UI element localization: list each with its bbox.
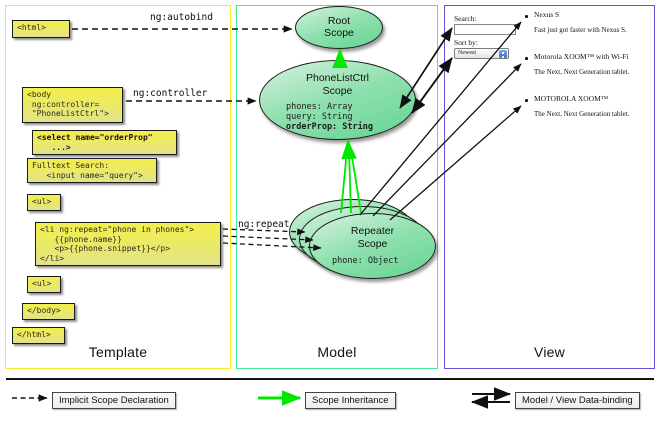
phonelist-scope-title-1: PhoneListCtrl xyxy=(305,72,370,84)
list-bullet xyxy=(525,57,528,60)
edge-label-controller: ng:controller xyxy=(133,88,208,99)
repeater-scope-title-1: Repeater xyxy=(350,225,395,237)
legend-separator xyxy=(6,378,654,380)
view-item-desc-2: The Next, Next Generation tablet. xyxy=(534,110,630,118)
view-sort-label: Sort by: xyxy=(454,38,478,47)
phonelist-scope-prop-phones: phones: Array xyxy=(286,102,353,112)
select-orderprop-box: <select name="orderProp" ...> xyxy=(32,130,177,155)
body-controller-box: <body ng:controller= "PhoneListCtrl"> xyxy=(22,87,123,123)
view-search-label: Search: xyxy=(454,14,477,23)
body-close-box: </body> xyxy=(22,303,75,320)
chevron-down-icon[interactable] xyxy=(499,49,507,58)
view-item-desc-0: Fast just got faster with Nexus S. xyxy=(534,26,627,34)
legend-model-view-databinding: Model / View Data-binding xyxy=(515,392,640,409)
legend-implicit-scope-declaration: Implicit Scope Declaration xyxy=(52,392,176,409)
view-search-input[interactable] xyxy=(454,24,516,35)
ul-close-box: <ul> xyxy=(27,276,61,293)
root-scope-title-1: Root xyxy=(327,15,351,27)
edge-label-repeat: ng:repeat xyxy=(238,219,290,230)
column-label-template: Template xyxy=(88,344,148,360)
phonelistctrl-scope-ellipse: PhoneListCtrl Scope phones: Array query:… xyxy=(259,60,416,140)
column-label-model: Model xyxy=(317,344,357,360)
phonelist-scope-prop-orderprop: orderProp: String xyxy=(286,122,373,132)
li-ngrepeat-box: <li ng:repeat="phone in phones"> {{phone… xyxy=(35,222,221,266)
view-item-title-1: Motorola XOOM™ with Wi-Fi xyxy=(534,52,629,61)
legend-scope-inheritance: Scope Inheritance xyxy=(305,392,396,409)
html-close-box: </html> xyxy=(12,327,65,344)
repeater-scope-prop-phone: phone: Object xyxy=(332,256,399,266)
list-bullet xyxy=(525,99,528,102)
ul-open-box: <ul> xyxy=(27,194,61,211)
root-scope-ellipse: Root Scope xyxy=(295,6,383,49)
phonelist-scope-title-2: Scope xyxy=(322,85,353,97)
phonelist-scope-prop-query: query: String xyxy=(286,112,353,122)
view-item-title-0: Nexus S xyxy=(534,10,560,19)
html-open-box: <html> xyxy=(12,20,70,38)
column-label-view: View xyxy=(534,344,565,360)
root-scope-title-2: Scope xyxy=(324,27,354,39)
view-item-title-2: MOTOROLA XOOM™ xyxy=(534,94,609,103)
edge-label-autobind: ng:autobind xyxy=(150,12,213,23)
repeater-scope-ellipse: Repeater Scope phone: Object xyxy=(309,213,436,279)
list-bullet xyxy=(525,15,528,18)
repeater-scope-title-2: Scope xyxy=(357,238,388,250)
view-item-desc-1: The Next, Next Generation tablet. xyxy=(534,68,630,76)
fulltext-search-box: Fulltext Search: <input name="query"> xyxy=(27,158,157,183)
